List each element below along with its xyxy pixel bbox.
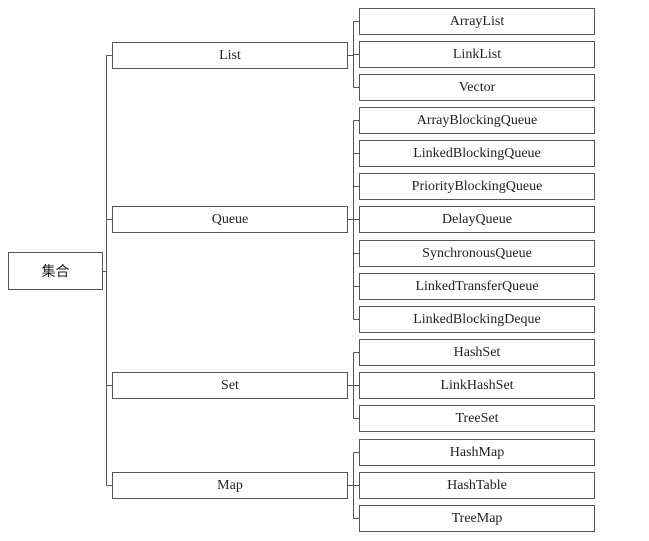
category-node-list: List xyxy=(112,42,348,69)
leaf-node-label: LinkedTransferQueue xyxy=(415,278,539,294)
leaf-node-linkedtransferqueue: LinkedTransferQueue xyxy=(359,273,595,300)
leaf-node-label: LinkList xyxy=(452,46,502,62)
leaf-node-label: TreeMap xyxy=(451,510,503,526)
leaf-node-label: DelayQueue xyxy=(442,211,512,227)
leaf-node-label: HashMap xyxy=(449,444,505,460)
root-node-label: 集合 xyxy=(41,264,70,280)
leaf-node-label: LinkedBlockingQueue xyxy=(413,145,541,161)
leaf-node-treeset: TreeSet xyxy=(359,405,595,432)
leaf-node-label: LinkHashSet xyxy=(440,377,514,393)
leaf-node-label: SynchronousQueue xyxy=(422,245,532,261)
category-node-queue: Queue xyxy=(112,206,348,233)
leaf-node-label: LinkedBlockingDeque xyxy=(413,311,541,327)
leaf-node-label: TreeSet xyxy=(455,410,499,426)
leaf-node-hashtable: HashTable xyxy=(359,472,595,499)
category-node-label: Queue xyxy=(211,211,249,227)
leaf-node-linkedblockingdeque: LinkedBlockingDeque xyxy=(359,306,595,333)
leaf-node-label: PriorityBlockingQueue xyxy=(411,178,543,194)
leaf-node-arraylist: ArrayList xyxy=(359,8,595,35)
leaf-node-label: HashTable xyxy=(447,477,507,493)
leaf-node-label: Vector xyxy=(458,79,496,95)
leaf-node-hashmap: HashMap xyxy=(359,439,595,466)
category-node-label: Map xyxy=(217,477,243,493)
root-node: 集合 xyxy=(8,252,103,290)
leaf-node-label: ArrayBlockingQueue xyxy=(416,112,538,128)
category-node-label: List xyxy=(219,47,241,63)
leaf-node-label: ArrayList xyxy=(449,13,505,29)
leaf-node-treemap: TreeMap xyxy=(359,505,595,532)
category-node-map: Map xyxy=(112,472,348,499)
leaf-node-linklist: LinkList xyxy=(359,41,595,68)
leaf-node-synchronousqueue: SynchronousQueue xyxy=(359,240,595,267)
leaf-node-label: HashSet xyxy=(453,344,501,360)
leaf-node-delayqueue: DelayQueue xyxy=(359,206,595,233)
leaf-node-priorityblockingqueue: PriorityBlockingQueue xyxy=(359,173,595,200)
category-node-set: Set xyxy=(112,372,348,399)
leaf-node-linkedblockingqueue: LinkedBlockingQueue xyxy=(359,140,595,167)
leaf-node-hashset: HashSet xyxy=(359,339,595,366)
leaf-node-linkhashset: LinkHashSet xyxy=(359,372,595,399)
leaf-node-vector: Vector xyxy=(359,74,595,101)
leaf-node-arrayblockingqueue: ArrayBlockingQueue xyxy=(359,107,595,134)
category-node-label: Set xyxy=(221,377,239,393)
